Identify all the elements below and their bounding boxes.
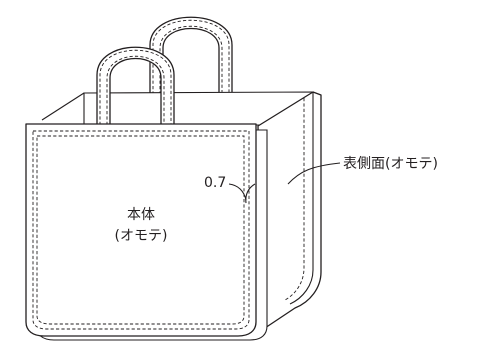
body-sublabel: (オモテ) [115, 228, 168, 244]
seam-allowance-label: 0.7 [204, 175, 226, 191]
side-panel-label: 表側面(オモテ) [343, 156, 438, 172]
seam-callout: 0.7 [204, 175, 256, 204]
front-panel [25, 123, 268, 341]
side-leader: 表側面(オモテ) [287, 156, 438, 185]
body-label: 本体 [127, 207, 155, 223]
side-panel [257, 91, 322, 331]
